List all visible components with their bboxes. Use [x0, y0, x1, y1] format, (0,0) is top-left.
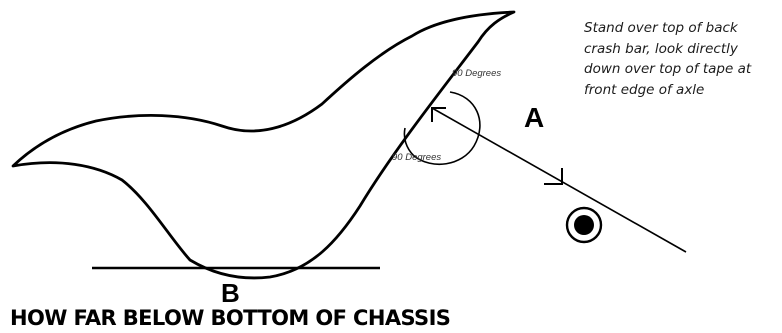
arrow-head	[431, 107, 446, 122]
angle-label-bottom: 90 Degrees	[392, 152, 442, 163]
angle-label-top: 90 Degrees	[452, 68, 502, 79]
instruction-line: down over top of tape at	[584, 61, 752, 77]
instruction-line: crash bar, look directly	[584, 40, 738, 57]
label-a: A	[524, 102, 545, 133]
instruction-line: front edge of axle	[584, 81, 705, 98]
caption: HOW FAR BELOW BOTTOM OF CHASSIS	[10, 306, 451, 330]
instruction-text: Stand over top of back crash bar, look d…	[584, 18, 780, 100]
label-b: B	[221, 278, 240, 308]
axle-icon	[565, 206, 603, 244]
angle-arc	[403, 91, 481, 165]
tick-mark	[544, 168, 563, 185]
sight-line	[431, 107, 687, 253]
instruction-line: Stand over top of back	[584, 20, 738, 36]
chassis-outline	[11, 10, 516, 280]
